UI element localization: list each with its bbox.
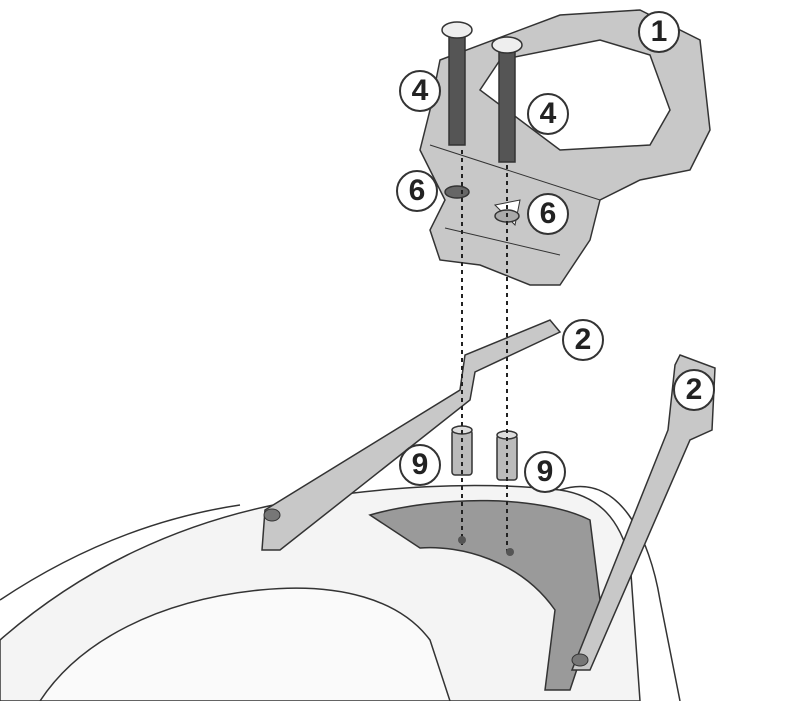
rail-left xyxy=(261,319,562,551)
callout-part-6-left: 6 xyxy=(396,170,438,212)
alignment-guides xyxy=(461,150,508,552)
callout-part-4-left: 4 xyxy=(399,70,441,112)
callout-part-2-right: 2 xyxy=(673,369,715,411)
callout-part-9-left: 9 xyxy=(399,444,441,486)
spacers xyxy=(451,425,518,481)
screws xyxy=(441,21,523,163)
callout-part-9-right: 9 xyxy=(524,451,566,493)
callout-part-2-left: 2 xyxy=(562,319,604,361)
callout-part-4-right: 4 xyxy=(527,93,569,135)
callout-part-1: 1 xyxy=(638,11,680,53)
callout-part-6-right: 6 xyxy=(527,193,569,235)
